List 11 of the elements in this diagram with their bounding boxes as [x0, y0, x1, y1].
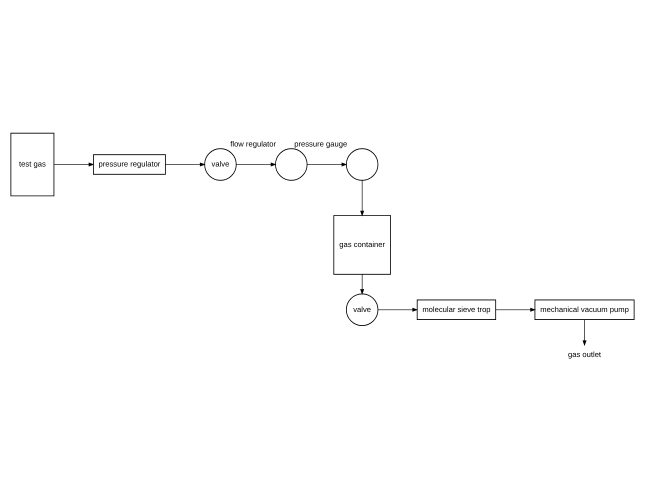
arrow: [54, 162, 94, 166]
arrow: [582, 319, 587, 346]
arrow: [495, 308, 536, 312]
node-circle: [275, 148, 308, 181]
arrow: [236, 162, 276, 166]
arrow: [378, 308, 418, 312]
arrow: [360, 180, 364, 216]
arrow: [360, 274, 364, 295]
node-circle: [346, 148, 378, 181]
arrow: [306, 162, 348, 166]
arrow: [165, 162, 206, 166]
